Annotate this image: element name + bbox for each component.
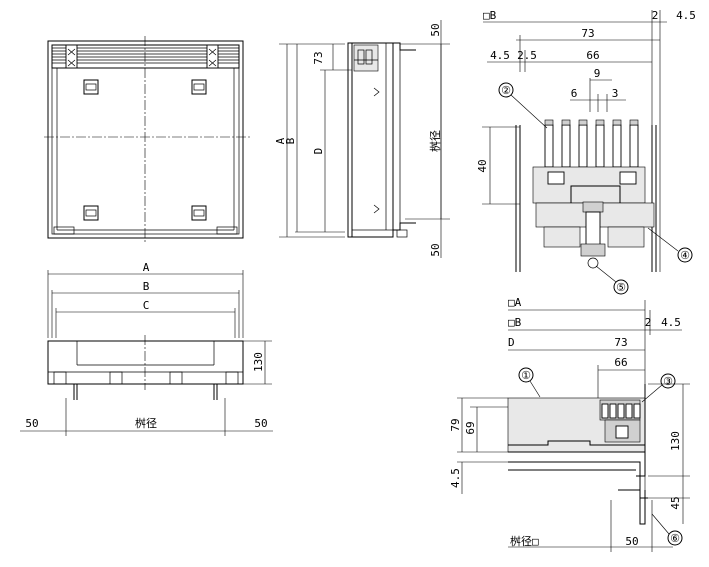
dim-d1-4-5-left: 4.5 [490,49,510,62]
detail-1-view [482,10,693,295]
dim-d2-box-A: □A [508,296,522,309]
dim-d1-2: 2 [652,9,659,22]
dim-plan-130: 130 [252,352,265,372]
front-section-view [279,20,450,258]
dim-d2-box-B: □B [508,316,522,329]
callout-6: ⑥ [670,532,680,545]
dim-plan-C: C [143,299,150,312]
dim-front-A: A [274,137,287,144]
dim-front-pit: 桝径 [428,130,442,152]
dim-d2-pit-box: 桝径□ [510,534,539,548]
callout-1: ① [521,369,531,382]
dim-plan-pit: 桝径 [135,416,157,430]
callout-5: ⑤ [616,281,626,294]
dim-d2-66: 66 [614,356,627,369]
dim-d2-4-5: 4.5 [661,316,681,329]
callout-3: ③ [663,375,673,388]
dim-d2-D: D [508,336,515,349]
dim-d2-45: 45 [669,496,682,509]
dim-d2-2: 2 [645,316,652,329]
dim-d1-6: 6 [571,87,578,100]
dim-d1-box-B: □B [483,9,497,22]
dim-front-B: B [284,137,297,144]
dim-d1-66: 66 [586,49,599,62]
cover-plan-view [44,36,250,242]
dim-d1-2-5: 2.5 [517,49,537,62]
dim-d2-79: 79 [449,418,462,431]
dim-front-50-bottom: 50 [429,243,442,256]
dim-plan-left-50: 50 [25,417,38,430]
dim-d1-73: 73 [581,27,594,40]
dim-d2-130: 130 [669,431,682,451]
dim-plan-B: B [143,280,150,293]
dim-front-50-top: 50 [429,23,442,36]
dim-d2-50: 50 [625,535,638,548]
dim-d1-9: 9 [594,67,601,80]
dim-plan-A: A [143,261,150,274]
dim-d2-69: 69 [464,421,477,434]
dim-d2-4-5-left: 4.5 [449,468,462,488]
dim-plan-right-50: 50 [254,417,267,430]
dim-front-D: D [312,148,325,155]
dim-d1-3: 3 [612,87,619,100]
grate-strip [51,44,240,69]
detail-2-view [457,300,690,552]
dim-front-73: 73 [312,51,325,64]
callout-4: ④ [680,249,690,262]
dim-d1-40: 40 [476,159,489,172]
elevation-view [20,270,273,436]
dim-d1-4-5-right: 4.5 [676,9,696,22]
callout-2: ② [501,84,511,97]
dim-d2-73: 73 [614,336,627,349]
